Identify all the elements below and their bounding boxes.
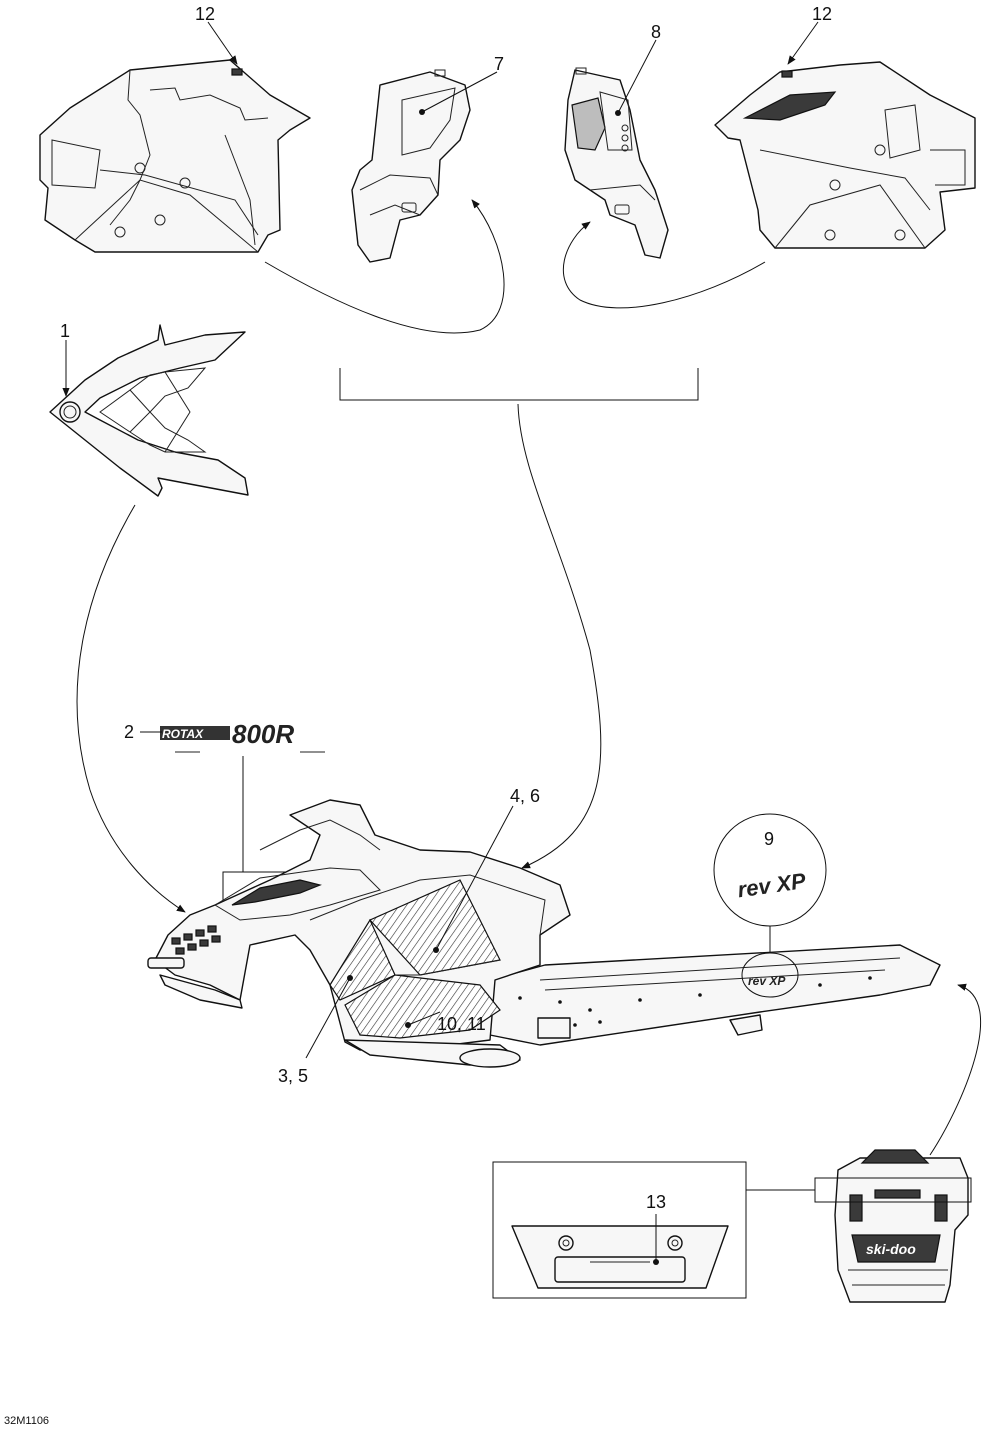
connector-bracket-to-body [517, 403, 602, 869]
svg-text:800R: 800R [232, 719, 294, 749]
hood [49, 324, 249, 497]
side-decal-10-11 [344, 974, 501, 1039]
callout-13: 13 [646, 1192, 666, 1212]
callout-8: 8 [651, 22, 661, 42]
callouts: 12 7 8 12 1 2 4, 6 9 3, 5 10, 11 13 [60, 4, 832, 1212]
callout-7: 7 [494, 54, 504, 74]
callout-4-6: 4, 6 [510, 786, 540, 806]
callout-12-left: 12 [195, 4, 215, 24]
connector-left-to-inner [264, 199, 505, 334]
connector-right-to-inner [562, 221, 766, 309]
rotax-800r-decal: ROTAX 800R [160, 719, 325, 753]
callout-9: 9 [764, 829, 774, 849]
callout-1: 1 [60, 321, 70, 341]
svg-text:ski-doo: ski-doo [866, 1241, 916, 1257]
tunnel-rivets [518, 976, 872, 1027]
right-side-panel [714, 61, 976, 249]
left-side-panel [39, 59, 311, 253]
callout-2: 2 [124, 722, 134, 742]
connector-hood-to-body [76, 504, 186, 913]
callout-12-right: 12 [812, 4, 832, 24]
snowmobile-body: rev XP [147, 799, 941, 1068]
front-vents [171, 925, 221, 955]
rear-snow-flap: ski-doo [834, 1149, 969, 1303]
callout-3-5: 3, 5 [278, 1066, 308, 1086]
connector-flap-to-tunnel [929, 983, 982, 1156]
svg-text:rev XP: rev XP [748, 974, 786, 988]
left-inner-panel [351, 69, 471, 263]
callout-10-11: 10, 11 [437, 1014, 486, 1034]
rear-flap-frame [814, 1177, 972, 1203]
svg-text:rev XP: rev XP [736, 868, 808, 902]
drawing-code: 32M1106 [4, 1415, 49, 1427]
group-bracket [339, 368, 699, 401]
rear-flap-inset [492, 1161, 747, 1299]
right-inner-panel [564, 67, 669, 259]
svg-text:ROTAX: ROTAX [162, 727, 204, 741]
leader-lines [62, 21, 819, 1265]
